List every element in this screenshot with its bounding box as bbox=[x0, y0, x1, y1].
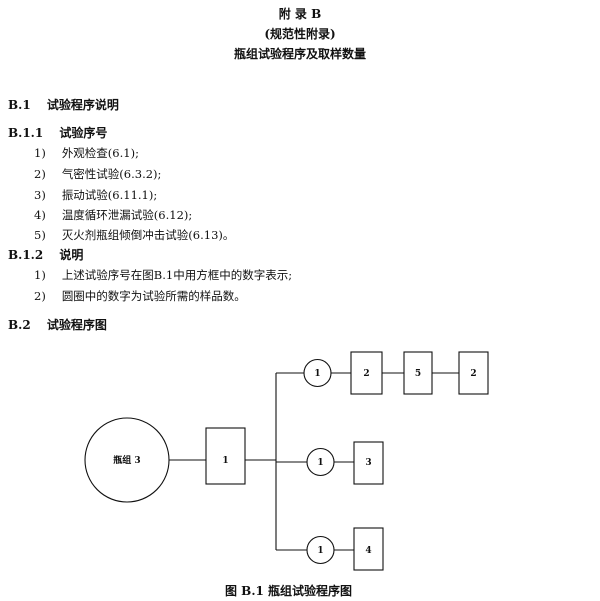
appendix-heading: 附 录 B bbox=[278, 7, 322, 21]
item-number: 5) bbox=[34, 228, 46, 242]
box-label: 3 bbox=[365, 458, 371, 468]
item-text: 上述试验序号在图B.1中用方框中的数字表示; bbox=[61, 268, 293, 282]
list-item: 5) 灭火剂瓶组倾倒冲击试验(6.13)。 bbox=[34, 227, 234, 243]
section-title: 试验程序说明 bbox=[46, 98, 119, 112]
list-item: 4) 温度循环泄漏试验(6.12); bbox=[34, 207, 192, 223]
circle-label: 1 bbox=[317, 458, 323, 468]
item-text: 圆圈中的数字为试验所需的样品数。 bbox=[61, 289, 246, 303]
item-number: 1) bbox=[34, 268, 46, 282]
subsection-b12-heading: B.1.2 说明 bbox=[8, 246, 83, 263]
item-text: 气密性试验(6.3.2); bbox=[61, 167, 162, 181]
section-number: B.2 bbox=[8, 318, 31, 332]
circle-label: 1 bbox=[317, 546, 323, 556]
section-title: 试验程序图 bbox=[46, 318, 107, 332]
test-box bbox=[353, 527, 384, 571]
item-text: 振动试验(6.11.1); bbox=[61, 188, 158, 202]
subsection-number: B.1.2 bbox=[8, 248, 44, 262]
item-text: 外观检查(6.1); bbox=[61, 146, 139, 160]
subsection-title: 试验序号 bbox=[59, 126, 108, 140]
test-box bbox=[403, 351, 433, 395]
section-number: B.1 bbox=[8, 98, 31, 112]
sample-circle-start bbox=[84, 417, 170, 503]
item-text: 温度循环泄漏试验(6.12); bbox=[61, 208, 193, 222]
list-item: 1) 上述试验序号在图B.1中用方框中的数字表示; bbox=[34, 267, 292, 283]
section-b1-heading: B.1 试验程序说明 bbox=[8, 96, 119, 113]
list-item: 2) 气密性试验(6.3.2); bbox=[34, 166, 161, 182]
sample-circle bbox=[303, 358, 332, 388]
item-text: 灭火剂瓶组倾倒冲击试验(6.13)。 bbox=[61, 228, 235, 242]
test-box bbox=[205, 427, 246, 485]
test-box bbox=[458, 351, 489, 395]
appendix-title: 瓶组试验程序及取样数量 bbox=[233, 47, 366, 61]
box-label: 1 bbox=[222, 456, 228, 466]
list-item: 3) 振动试验(6.11.1); bbox=[34, 187, 157, 203]
subsection-number: B.1.1 bbox=[8, 126, 44, 140]
figure-caption: 图 B.1 瓶组试验程序图 bbox=[225, 584, 353, 598]
sample-circle bbox=[306, 447, 335, 477]
section-b2-heading: B.2 试验程序图 bbox=[8, 316, 107, 333]
box-label: 2 bbox=[470, 369, 476, 379]
box-label: 5 bbox=[415, 369, 421, 379]
normative-label: (规范性附录) bbox=[264, 27, 336, 41]
subsection-b11-heading: B.1.1 试验序号 bbox=[8, 124, 107, 141]
item-number: 2) bbox=[34, 289, 46, 303]
test-box bbox=[353, 441, 384, 485]
list-item: 1) 外观检查(6.1); bbox=[34, 145, 139, 161]
test-box bbox=[350, 351, 383, 395]
box-label: 2 bbox=[363, 369, 369, 379]
box-label: 4 bbox=[365, 546, 371, 556]
list-item: 2) 圆圈中的数字为试验所需的样品数。 bbox=[34, 288, 246, 304]
item-number: 2) bbox=[34, 167, 46, 181]
sample-circle bbox=[306, 535, 335, 565]
circle-label: 1 bbox=[314, 369, 320, 379]
start-label: 瓶组 3 bbox=[113, 454, 140, 466]
subsection-title: 说明 bbox=[59, 248, 84, 262]
item-number: 4) bbox=[34, 208, 46, 222]
item-number: 1) bbox=[34, 146, 46, 160]
item-number: 3) bbox=[34, 188, 46, 202]
